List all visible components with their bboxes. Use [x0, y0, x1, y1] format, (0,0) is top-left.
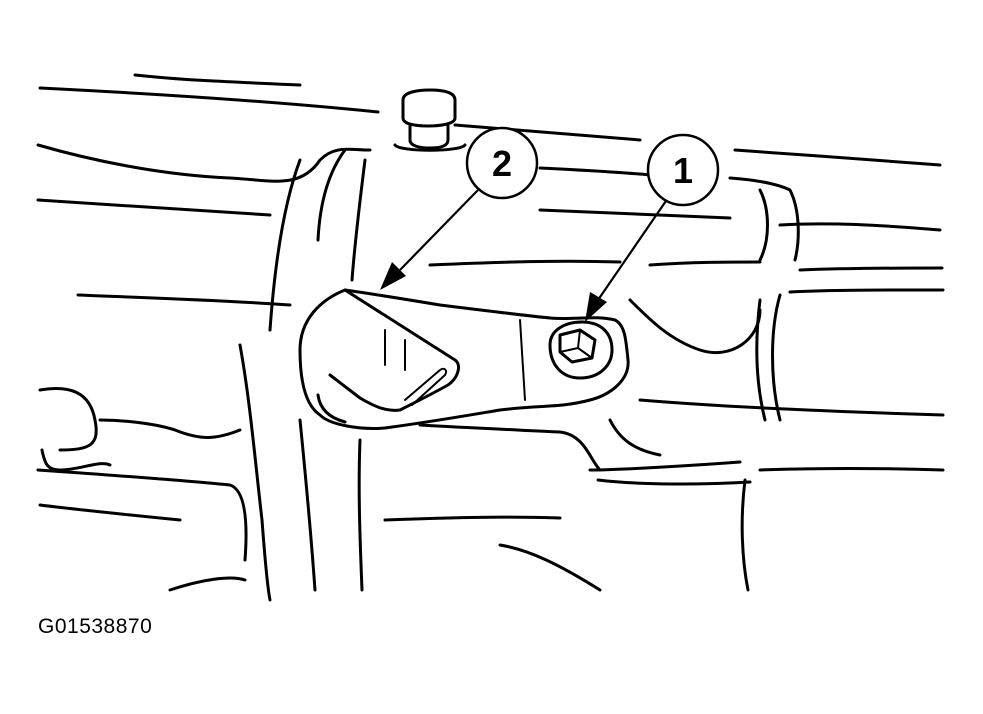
engine-block-outline — [36, 73, 945, 602]
callout-circle-2 — [465, 126, 539, 200]
leader-line-1 — [597, 197, 669, 301]
arrowhead-1 — [585, 292, 607, 322]
leader-line-2 — [399, 189, 479, 271]
callout-1: 1 — [585, 133, 720, 322]
bolt — [548, 320, 614, 380]
figure-id-label: G01538870 — [38, 615, 153, 638]
callout-2: 2 — [380, 126, 539, 290]
callout-number-2: 2 — [492, 143, 512, 184]
filler-cap — [393, 88, 467, 152]
sensor — [298, 288, 630, 430]
callout-number-1: 1 — [673, 150, 693, 191]
callout-circle-1 — [646, 133, 720, 207]
arrowhead-2 — [380, 262, 406, 290]
